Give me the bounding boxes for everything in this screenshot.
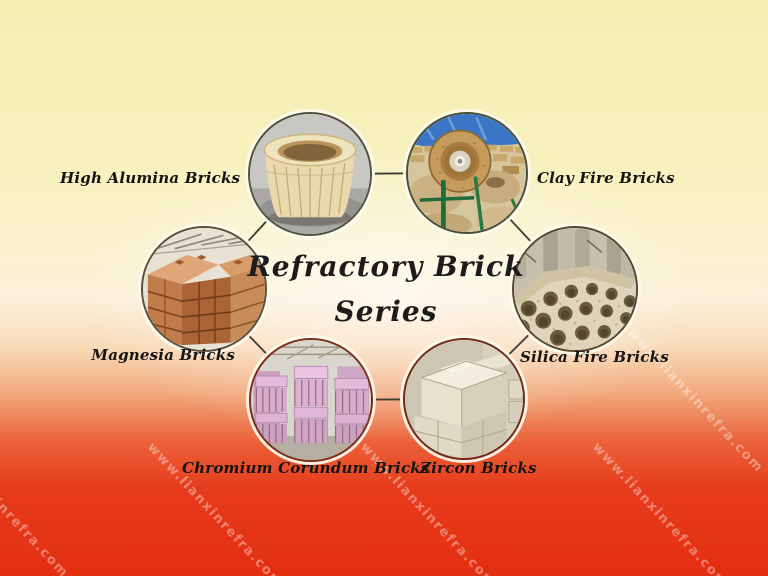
photo-chromium-corundum-bricks xyxy=(249,338,373,462)
poster-title: Refractory Brick Series xyxy=(0,250,768,328)
label-high-alumina-bricks: High Alumina Bricks xyxy=(60,169,241,187)
label-zircon-bricks: Zircon Bricks xyxy=(420,459,537,477)
label-magnesia-bricks: Magnesia Bricks xyxy=(91,346,235,364)
title-line-2: Series xyxy=(334,295,438,328)
photo-magnesia-bricks xyxy=(141,226,267,352)
title-line-1: Refractory Brick xyxy=(247,250,525,283)
photo-clay-fire-bricks xyxy=(406,112,528,234)
photo-high-alumina-bricks xyxy=(248,112,372,236)
photo-zircon-bricks xyxy=(403,338,525,460)
label-clay-fire-bricks: Clay Fire Bricks xyxy=(537,169,675,187)
label-silica-fire-bricks: Silica Fire Bricks xyxy=(520,348,669,366)
label-chromium-corundum-bricks: Chromium Corundum Bricks xyxy=(182,459,430,477)
